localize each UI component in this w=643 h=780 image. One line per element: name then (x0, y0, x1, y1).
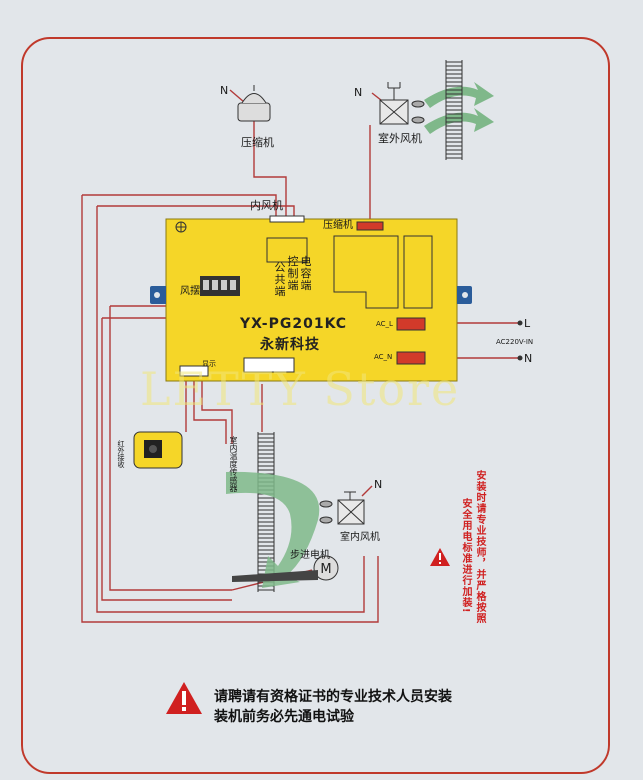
common-terminal-label: 公共端 (274, 261, 286, 298)
swing-connector (200, 276, 240, 296)
mounting-ear-right (457, 286, 472, 304)
neutral-label-compressor: N (220, 84, 229, 97)
stepper-motor-icon: M (232, 555, 339, 582)
ir-receiver-icon (133, 431, 183, 469)
board-model: YX-PG201KC (240, 316, 348, 332)
neutral-label-indoor-fan: N (374, 478, 383, 491)
capacitor-terminal-label: 电容端 (300, 255, 312, 292)
outdoor-airflow-arrows (424, 82, 494, 134)
bottom-warning-line-1: 请聘请有资格证书的专业技术人员安装 (214, 689, 452, 705)
watermark: LETTY Store (140, 362, 461, 416)
power-n-dot (517, 355, 523, 361)
transformer-block (333, 235, 399, 309)
ac-l-terminal (396, 317, 426, 331)
capacitor-block (403, 235, 433, 309)
inner-fan-connector (269, 215, 305, 223)
side-warning-line-1: 安装时请专业技师，并严格按照 (474, 470, 485, 624)
power-n-label: N (524, 352, 533, 365)
relay-block (266, 237, 308, 263)
ac-l-label: AC_L (376, 320, 393, 328)
indoor-fan-label: 室内风机 (340, 532, 380, 543)
power-l-dot (517, 320, 523, 326)
compressor-terminal (356, 221, 384, 231)
screw-icon (175, 221, 187, 233)
control-terminal-label: 控制端 (287, 255, 299, 292)
swing-arrow (226, 471, 320, 588)
stepper-motor-label: 步进电机 (290, 550, 330, 561)
inner-fan-label: 内风机 (250, 199, 283, 212)
sensor-connector (243, 357, 295, 373)
outer-frame (21, 37, 610, 774)
neutral-label-outdoor-fan: N (354, 86, 363, 99)
display-connector (179, 365, 209, 377)
side-warning-line-2: 安全用电标准进行加装! (460, 498, 471, 614)
warning-icon-side (430, 548, 450, 566)
display-label: 显示 (202, 360, 216, 368)
power-spec-label: AC220V-IN (496, 338, 534, 346)
bottom-warning-line-2: 装机前务必先通电试验 (214, 709, 354, 725)
compressor-label: 压缩机 (241, 136, 274, 149)
board-brand: 永新科技 (260, 337, 320, 353)
compressor-icon (237, 85, 271, 122)
power-l-label: L (524, 317, 531, 330)
board-compressor-label: 压缩机 (323, 220, 353, 231)
outdoor-coil-icon (445, 60, 463, 160)
temp-sensor-label: 室内温度传感器 (229, 436, 238, 492)
swing-label: 风摆 (180, 286, 200, 297)
outdoor-fan-icon (379, 82, 425, 125)
warning-icon-bottom (166, 682, 202, 714)
svg-text:M: M (320, 562, 331, 577)
ir-receiver-label: 红外接收 (117, 440, 125, 468)
outdoor-fan-label: 室外风机 (378, 132, 422, 145)
ac-n-label: AC_N (374, 353, 393, 361)
mounting-ear-left (150, 286, 166, 304)
ac-n-terminal (396, 351, 426, 365)
indoor-fan-icon (319, 491, 365, 525)
